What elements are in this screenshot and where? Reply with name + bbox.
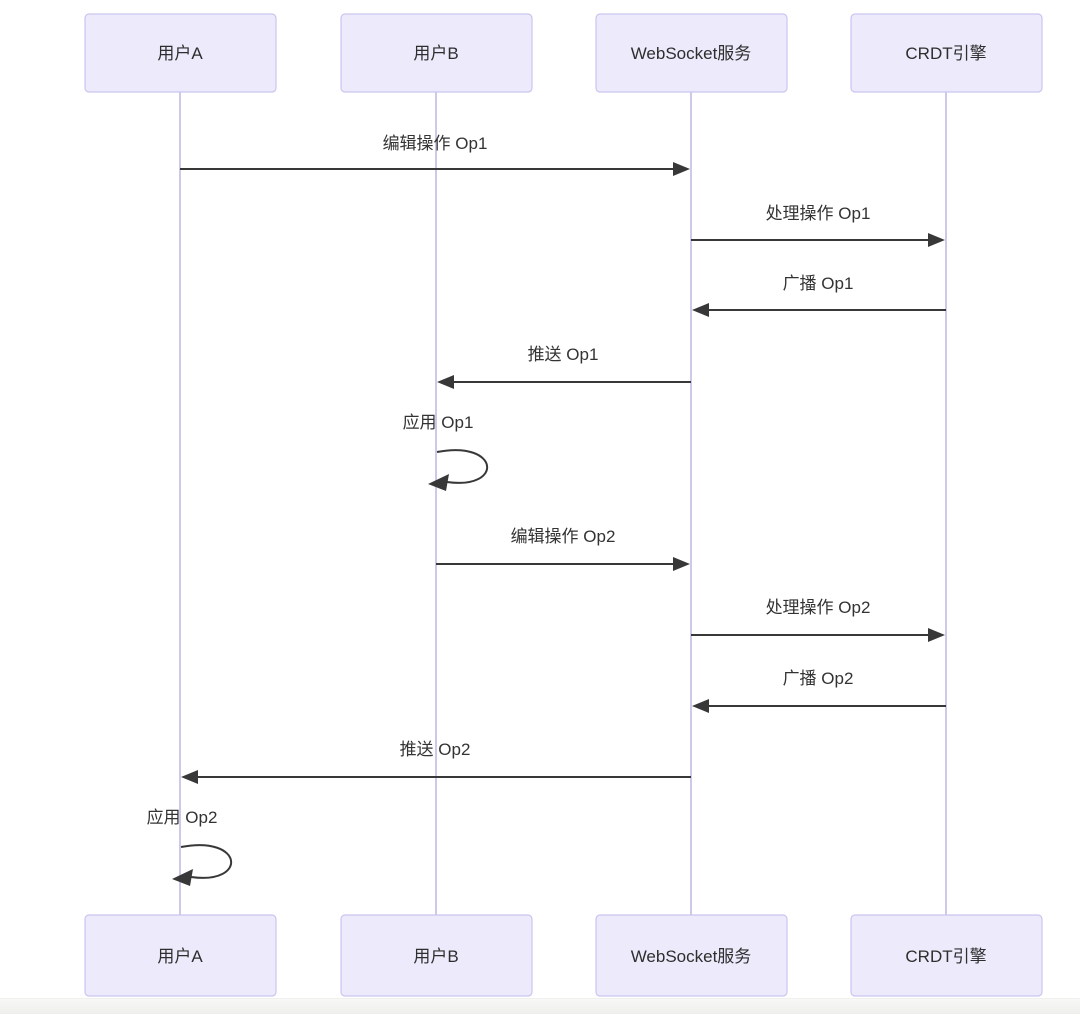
- actor-box: [84, 914, 277, 997]
- arrowhead: [181, 770, 198, 784]
- actor-bottom-user-b: 用户B: [340, 914, 533, 997]
- message-label: 编辑操作 Op2: [511, 527, 616, 546]
- actor-top-user-b: 用户B: [340, 13, 533, 93]
- arrowhead: [673, 162, 690, 176]
- actor-bottom-crdt-engine: CRDT引擎: [850, 914, 1043, 997]
- page-bottom-strip: [0, 998, 1080, 1014]
- actor-label: WebSocket服务: [631, 947, 752, 966]
- message-label: 处理操作 Op2: [766, 598, 871, 617]
- message-process-op1: 处理操作 Op1: [691, 204, 945, 247]
- actor-label: 用户B: [413, 947, 458, 966]
- message-label: 编辑操作 Op1: [383, 134, 488, 153]
- self-loop-line: [180, 844, 232, 879]
- message-label: 处理操作 Op1: [766, 204, 871, 223]
- actor-box: [850, 13, 1043, 93]
- actor-label: WebSocket服务: [631, 44, 752, 63]
- actor-top-crdt-engine: CRDT引擎: [850, 13, 1043, 93]
- actor-label: 用户A: [157, 44, 203, 63]
- arrowhead: [437, 375, 454, 389]
- actor-label: 用户B: [413, 44, 458, 63]
- arrowhead: [673, 557, 690, 571]
- actor-bottom-websocket-service: WebSocket服务: [595, 914, 788, 997]
- arrowhead: [692, 303, 709, 317]
- message-edit-op2: 编辑操作 Op2: [436, 527, 690, 571]
- message-push-op1: 推送 Op1: [437, 345, 691, 389]
- message-label: 广播 Op2: [783, 669, 854, 688]
- actor-top-user-a: 用户A: [84, 13, 277, 93]
- message-apply-op1: 应用 Op1: [403, 413, 488, 491]
- message-push-op2: 推送 Op2: [181, 740, 691, 784]
- actor-box: [340, 914, 533, 997]
- arrowhead: [928, 628, 945, 642]
- actor-box: [850, 914, 1043, 997]
- actor-box: [84, 13, 277, 93]
- actor-label: CRDT引擎: [905, 44, 986, 63]
- actor-box: [595, 914, 788, 997]
- message-label: 应用 Op1: [403, 413, 474, 432]
- message-apply-op2: 应用 Op2: [147, 808, 232, 886]
- actor-bottom-user-a: 用户A: [84, 914, 277, 997]
- message-broadcast-op1: 广播 Op1: [692, 274, 946, 317]
- message-edit-op1: 编辑操作 Op1: [180, 134, 690, 176]
- actor-label: 用户A: [157, 947, 203, 966]
- arrowhead: [172, 869, 193, 886]
- actor-box: [340, 13, 533, 93]
- message-process-op2: 处理操作 Op2: [691, 598, 945, 642]
- arrowhead: [928, 233, 945, 247]
- actor-label: CRDT引擎: [905, 947, 986, 966]
- message-label: 应用 Op2: [147, 808, 218, 827]
- arrowhead: [692, 699, 709, 713]
- message-label: 推送 Op2: [400, 740, 471, 759]
- message-label: 广播 Op1: [783, 274, 854, 293]
- arrowhead: [428, 474, 449, 491]
- actor-top-websocket-service: WebSocket服务: [595, 13, 788, 93]
- message-broadcast-op2: 广播 Op2: [692, 669, 946, 713]
- self-loop-line: [436, 449, 488, 484]
- actor-box: [595, 13, 788, 93]
- message-label: 推送 Op1: [528, 345, 599, 364]
